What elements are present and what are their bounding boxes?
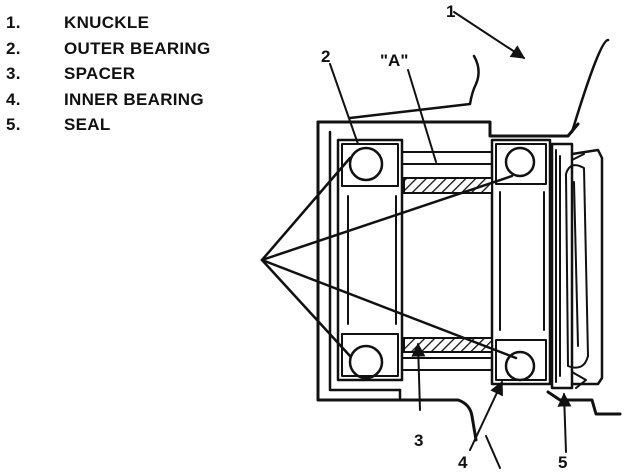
legend-label: SPACER	[64, 64, 136, 83]
callout-3-arrow	[411, 342, 426, 411]
legend-item-seal: 5. SEAL	[6, 112, 211, 138]
callout-label-a: "A"	[380, 51, 408, 70]
legend-item-outer-bearing: 2. OUTER BEARING	[6, 36, 211, 62]
callout-label-4: 4	[458, 453, 468, 472]
ball-leader-lines	[260, 156, 518, 360]
parts-legend: 1. KNUCKLE 2. OUTER BEARING 3. SPACER 4. INN…	[6, 10, 211, 138]
outer-bearing-ball-top	[348, 146, 384, 182]
callout-label-3: 3	[414, 431, 423, 450]
outer-bearing	[336, 138, 404, 382]
legend-number: 5.	[6, 115, 21, 134]
callout-4-arrow	[469, 380, 503, 451]
legend-item-spacer: 3. SPACER	[6, 61, 211, 87]
legend-number: 1.	[6, 13, 21, 32]
callout-2-leader	[329, 63, 359, 145]
inner-bearing-ball-bottom	[504, 350, 536, 382]
callout-4-tail	[485, 435, 501, 469]
callout-label-1: 1	[446, 2, 455, 21]
legend-number: 3.	[6, 64, 21, 83]
callout-label-2: 2	[321, 47, 330, 66]
legend-item-inner-bearing: 4. INNER BEARING	[6, 87, 211, 113]
legend-label: KNUCKLE	[64, 13, 150, 32]
legend-label: OUTER BEARING	[64, 38, 211, 58]
spacer	[401, 151, 493, 371]
knuckle-housing	[316, 38, 622, 442]
callout-label-5: 5	[558, 453, 567, 472]
legend-number: 4.	[6, 89, 21, 109]
legend-label: SEAL	[64, 115, 111, 134]
callout-5-arrow	[557, 392, 572, 453]
callout-a-leader	[407, 69, 437, 163]
legend-item-knuckle: 1. KNUCKLE	[6, 10, 211, 36]
legend-number: 2.	[6, 38, 21, 58]
inner-bearing-ball-top	[504, 146, 536, 178]
outer-bearing-ball-bottom	[348, 344, 384, 380]
inner-bearing	[490, 138, 552, 386]
legend-label: INNER BEARING	[64, 89, 204, 109]
callout-1-arrow	[453, 11, 526, 59]
seal	[550, 142, 604, 390]
